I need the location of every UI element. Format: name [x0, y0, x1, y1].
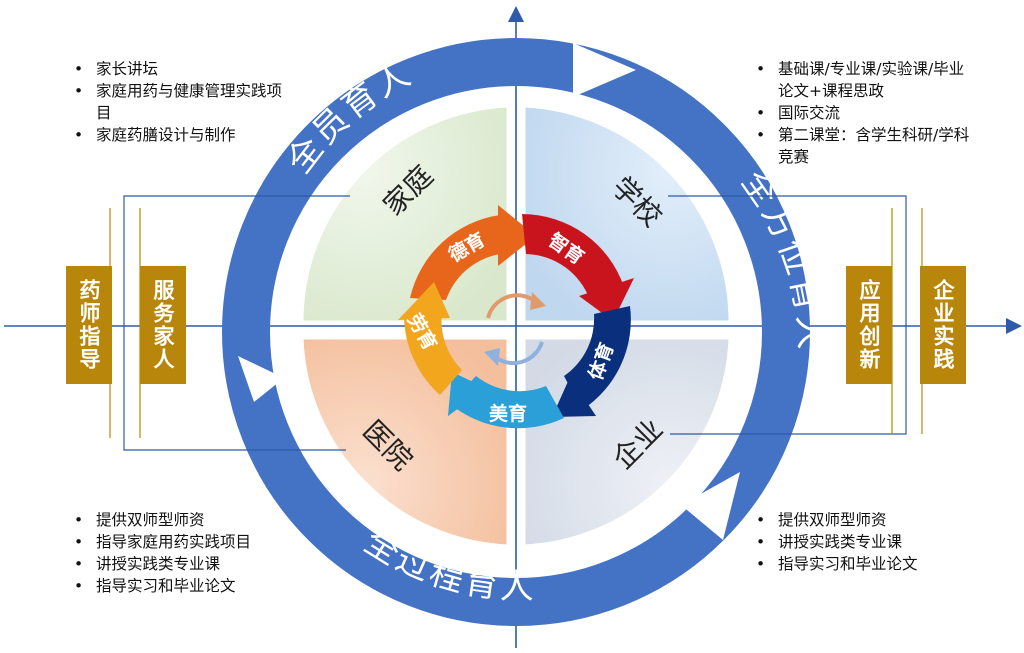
cycle-segment-de [410, 205, 536, 300]
cycle-segment-ti [552, 306, 631, 417]
list-item: 指导家庭用药实践项目 [70, 531, 300, 553]
list-item: 指导实习和毕业论文 [752, 553, 982, 575]
list-item: 国际交流 [752, 102, 977, 124]
side-box-label: 企业实践 [931, 279, 955, 371]
side-box-pharmacist-guidance: 药师指导 [66, 266, 112, 384]
list-item: 讲授实践类专业课 [752, 531, 982, 553]
ring-arrow-top [573, 43, 636, 97]
cycle-segment-zhi [522, 214, 634, 321]
list-item: 指导实习和毕业论文 [70, 575, 300, 597]
list-item: 提供双师型师资 [70, 509, 300, 531]
list-item: 讲授实践类专业课 [70, 553, 300, 575]
side-box-enterprise-practice: 企业实践 [920, 266, 966, 384]
side-box-label: 应用创新 [857, 279, 881, 371]
list-item: 第二课堂：含学生科研/学科竞赛 [752, 124, 977, 168]
side-box-label: 服务家人 [151, 279, 175, 371]
side-box-application-innovation: 应用创新 [846, 266, 892, 384]
cycle-label-mei: 美育 [489, 402, 527, 425]
school-bullet-list: 基础课/专业课/实验课/毕业论文+课程思政 国际交流 第二课堂：含学生科研/学科… [752, 58, 977, 168]
enterprise-bullet-list: 提供双师型师资 讲授实践类专业课 指导实习和毕业论文 [752, 509, 982, 575]
side-box-serve-family: 服务家人 [140, 266, 186, 384]
list-item: 家庭用药与健康管理实践项目 [70, 80, 290, 124]
hospital-bullet-list: 提供双师型师资 指导家庭用药实践项目 讲授实践类专业课 指导实习和毕业论文 [70, 509, 300, 597]
list-item: 家庭药膳设计与制作 [70, 124, 290, 146]
list-item: 基础课/专业课/实验课/毕业论文+课程思政 [752, 58, 977, 102]
list-item: 提供双师型师资 [752, 509, 982, 531]
side-box-label: 药师指导 [77, 279, 101, 371]
cycle-segment-lao [398, 282, 462, 395]
list-item: 家长讲坛 [70, 58, 290, 80]
cycle-segment-mei [448, 372, 564, 429]
ring-arrow-left [238, 356, 284, 402]
outer-ring [222, 38, 810, 626]
ring-arrow-right [681, 472, 740, 540]
family-bullet-list: 家长讲坛 家庭用药与健康管理实践项目 家庭药膳设计与制作 [70, 58, 290, 146]
cycle-arrows-icon [484, 292, 546, 366]
